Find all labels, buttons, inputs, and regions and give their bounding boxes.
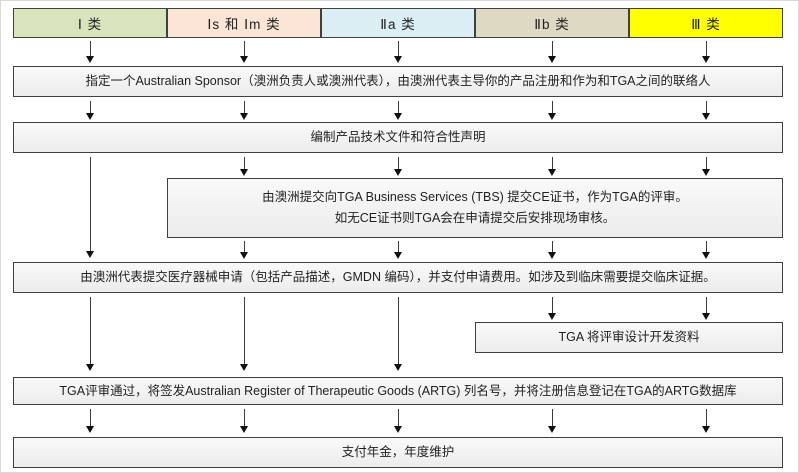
flow-arrow-down — [240, 157, 249, 176]
flow-arrow-down — [548, 101, 557, 120]
flow-arrow-down — [86, 409, 95, 433]
flow-arrow-down — [394, 41, 403, 63]
flow-arrow-down — [394, 409, 403, 433]
flow-arrow-down — [548, 241, 557, 259]
flow-arrow-down — [240, 41, 249, 63]
flow-box-ce-cert: 由澳洲提交向TGA Business Services (TBS) 提交CE证书… — [167, 178, 783, 238]
flow-arrow-down-bypass — [86, 297, 95, 371]
flow-box-design-review: TGA 将评审设计开发资料 — [475, 322, 783, 353]
class-header-is-im: Ⅰs 和 Ⅰm 类 — [167, 8, 321, 38]
class-header-iia: Ⅱa 类 — [321, 8, 475, 38]
flow-arrow-down — [394, 157, 403, 176]
flow-box-artg-listing-text: TGA评审通过，将签发Australian Register of Therap… — [59, 383, 737, 398]
flow-box-design-review-text: TGA 将评审设计开发资料 — [558, 330, 700, 345]
flow-box-application: 由澳洲代表提交医疗器械申请（包括产品描述，GMDN 编码），并支付申请费用。如涉… — [13, 262, 783, 293]
flow-box-tech-file: 编制产品技术文件和符合性声明 — [13, 122, 783, 153]
flow-arrow-down — [548, 157, 557, 176]
flow-box-tech-file-text: 编制产品技术文件和符合性声明 — [310, 130, 486, 145]
flow-arrow-down — [394, 241, 403, 259]
flow-arrow-down — [548, 297, 557, 320]
flow-box-application-text: 由澳洲代表提交医疗器械申请（包括产品描述，GMDN 编码），并支付申请费用。如涉… — [80, 270, 716, 285]
flow-arrow-down — [86, 101, 95, 120]
flow-arrow-down-bypass — [240, 297, 249, 371]
flow-arrow-down — [702, 409, 711, 433]
flow-arrow-down — [702, 101, 711, 120]
class-header-iib: Ⅱb 类 — [475, 8, 629, 38]
flow-arrow-down — [240, 409, 249, 433]
flow-arrow-down — [548, 409, 557, 433]
flow-box-sponsor-text: 指定一个Australian Sponsor（澳洲负责人或澳洲代表），由澳洲代表… — [85, 74, 711, 89]
flow-arrow-down-bypass — [86, 157, 95, 258]
class-header-i: Ⅰ 类 — [13, 8, 167, 38]
flow-arrow-down-bypass — [394, 297, 403, 371]
flow-arrow-down — [240, 241, 249, 259]
flow-arrow-down — [240, 101, 249, 120]
flow-arrow-down — [394, 101, 403, 120]
flow-arrow-down — [86, 41, 95, 63]
flow-box-ce-cert-line2: 如无CE证书则TGA会在申请提交后安排现场审核。 — [334, 211, 616, 226]
flow-box-artg-listing: TGA评审通过，将签发Australian Register of Therap… — [13, 377, 783, 405]
flow-arrow-down — [702, 41, 711, 63]
flow-box-ce-cert-line1: 由澳洲提交向TGA Business Services (TBS) 提交CE证书… — [262, 190, 688, 205]
flow-box-sponsor: 指定一个Australian Sponsor（澳洲负责人或澳洲代表），由澳洲代表… — [13, 66, 783, 97]
flow-arrow-down — [702, 157, 711, 176]
flow-box-annual-fee: 支付年金，年度维护 — [13, 437, 783, 468]
flow-arrow-down — [548, 41, 557, 63]
flow-arrow-down — [702, 297, 711, 320]
flow-box-annual-fee-text: 支付年金，年度维护 — [341, 445, 455, 460]
flow-arrow-down — [702, 241, 711, 259]
class-header-iii: Ⅲ 类 — [629, 8, 783, 38]
